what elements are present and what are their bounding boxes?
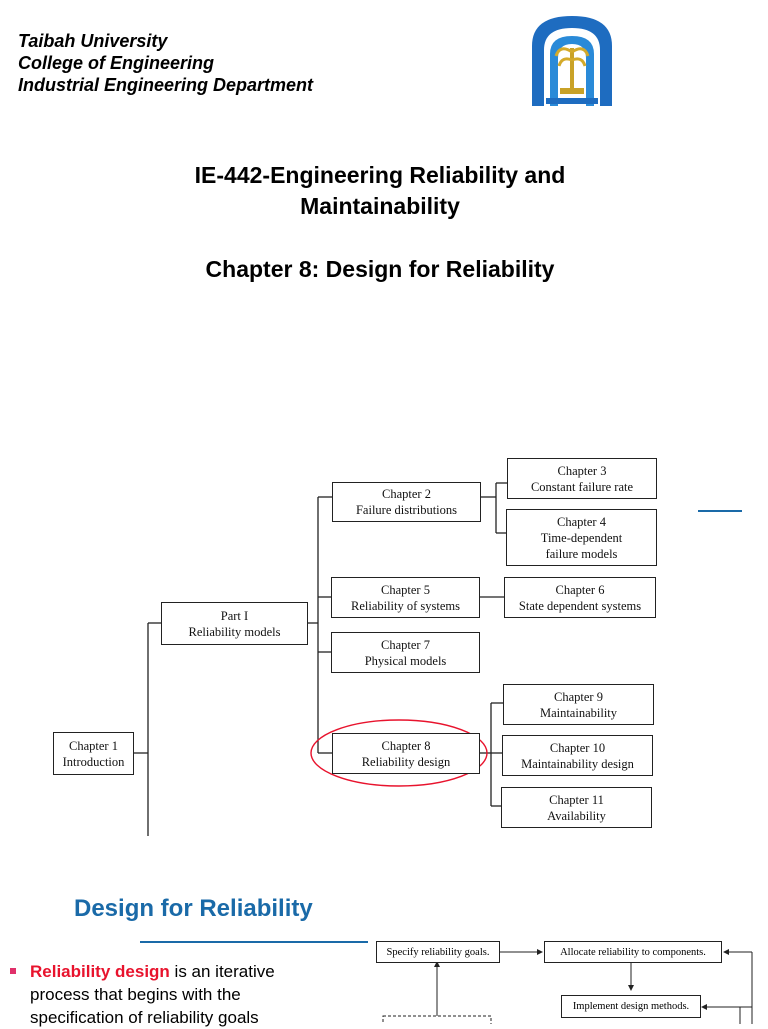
bullet-text-3: specification of reliability goals — [30, 1008, 259, 1027]
box-label: Chapter 4 — [557, 514, 606, 529]
flow-allocate-reliability: Allocate reliability to components. — [544, 941, 722, 963]
box-label: Chapter 3 — [557, 463, 607, 478]
bullet-term: Reliability design — [30, 962, 170, 981]
box-label: Chapter 5 — [381, 582, 430, 597]
box-label: Failure distributions — [355, 503, 458, 517]
bullet-text-2: process that begins with the — [30, 985, 241, 1004]
box-label: Chapter 9 — [554, 689, 603, 704]
flow-label: Allocate reliability to components. — [560, 946, 706, 958]
institution-header: Taibah University College of Engineering… — [18, 30, 313, 96]
course-title-line1: IE-442-Engineering Reliability and — [194, 162, 566, 188]
box-label: Chapter 11 — [549, 792, 604, 807]
box-label: Time-dependent — [540, 530, 623, 545]
flow-label: Implement design methods. — [572, 1001, 690, 1012]
section-heading: Design for Reliability — [74, 895, 313, 922]
box-label: Chapter 6 — [555, 582, 605, 597]
section-heading-rule — [140, 941, 368, 943]
flow-label: Specify reliability goals. — [386, 946, 490, 958]
box-label: Reliability of systems — [350, 598, 461, 613]
department-name: Industrial Engineering Department — [18, 75, 314, 95]
box-label: Chapter 7 — [381, 637, 430, 652]
box-label: Reliability models — [188, 624, 281, 639]
university-logo — [526, 10, 618, 108]
box-label: Physical models — [364, 653, 447, 668]
university-name: Taibah University — [18, 31, 168, 51]
box-label: failure models — [545, 546, 618, 561]
box-label: Part I — [220, 608, 249, 623]
course-title: IE-442-Engineering Reliability and Maint… — [0, 160, 760, 222]
box-label: Chapter 8 — [381, 738, 431, 753]
decorative-rule — [698, 510, 742, 512]
box-label: Maintainability design — [521, 756, 634, 771]
box-label: Maintainability — [539, 705, 618, 720]
college-name: College of Engineering — [18, 53, 215, 73]
box-label: Reliability design — [361, 754, 451, 769]
bullet-text-1: is an iterative — [169, 962, 275, 981]
box-label: Chapter 1 — [69, 738, 118, 753]
chapter8-highlight — [310, 719, 488, 787]
box-label: Introduction — [62, 754, 125, 769]
box-label: Chapter 2 — [382, 487, 431, 501]
chapter-title: Chapter 8: Design for Reliability — [205, 256, 555, 282]
course-title-line2: Maintainability — [300, 193, 460, 219]
box-label: Constant failure rate — [530, 479, 634, 494]
bullet-marker — [10, 968, 16, 974]
flow-implement-design: Implement design methods. — [561, 995, 701, 1018]
box-label: State dependent systems — [518, 598, 642, 613]
bullet-paragraph: Reliability design is an iterative proce… — [30, 960, 330, 1029]
box-label: Availability — [547, 808, 606, 823]
flow-specify-goals: Specify reliability goals. — [376, 941, 500, 963]
box-label: Chapter 10 — [549, 740, 606, 755]
box-chapter-2: Chapter 2 Failure distributions — [332, 482, 481, 522]
